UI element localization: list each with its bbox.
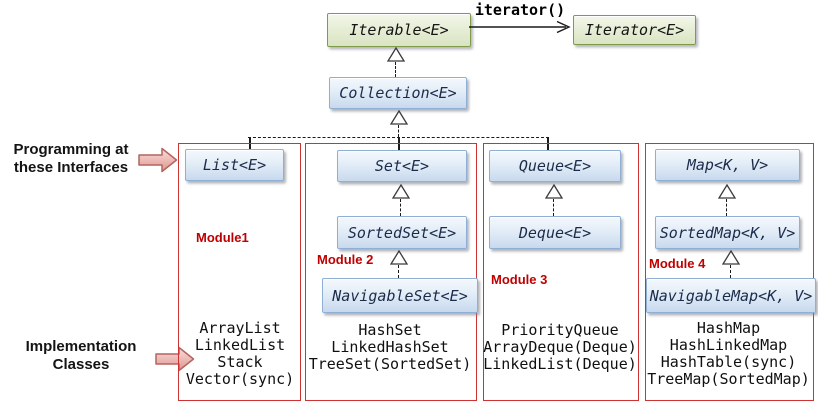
navigableset-sortedset-connector bbox=[398, 265, 399, 278]
queue-implementations: PriorityQueue ArrayDeque(Deque) LinkedLi… bbox=[483, 322, 637, 373]
implementation-class: HashTable(sync) bbox=[660, 353, 797, 371]
module4-frame bbox=[645, 143, 814, 401]
implementation-class: LinkedList(Deque) bbox=[483, 355, 637, 373]
implementation-class: Stack bbox=[217, 353, 263, 371]
navigablemap-sortedmap-connector bbox=[730, 265, 731, 278]
extends-triangle-icon bbox=[392, 184, 410, 199]
programming-arrow-icon bbox=[138, 147, 178, 173]
module1-label: Module1 bbox=[196, 230, 249, 245]
list-implementations: ArrayList LinkedList Stack Vector(sync) bbox=[178, 320, 302, 388]
extends-triangle-icon bbox=[718, 184, 736, 199]
implementation-class: HashMap bbox=[696, 319, 761, 337]
collection-box: Collection<E> bbox=[329, 77, 467, 109]
iterator-call-label: iterator() bbox=[474, 1, 566, 19]
deque-queue-connector bbox=[553, 199, 554, 216]
implementation-label-line1: Implementation bbox=[25, 338, 137, 355]
iterable-box: Iterable<E> bbox=[327, 13, 471, 47]
implementation-class: HashLinkedMap bbox=[669, 336, 788, 354]
sortedset-set-connector bbox=[400, 199, 401, 216]
extends-triangle-icon bbox=[722, 250, 740, 265]
queue-interface-box: Queue<E> bbox=[489, 150, 621, 182]
implementation-label: Implementation Classes bbox=[8, 338, 154, 373]
programming-label-line2: these Interfaces bbox=[13, 158, 129, 176]
implementation-class: LinkedHashSet bbox=[331, 338, 449, 356]
module3-label: Module 3 bbox=[491, 272, 548, 287]
implementation-label-line2: Classes bbox=[52, 355, 110, 373]
list-interface-box: List<E> bbox=[185, 149, 284, 181]
sortedset-interface-box: SortedSet<E> bbox=[337, 216, 467, 249]
map-interface-box: Map<K, V> bbox=[655, 149, 800, 181]
programming-label: Programming at these Interfaces bbox=[0, 141, 142, 176]
deque-interface-box: Deque<E> bbox=[489, 216, 621, 249]
extends-triangle-icon bbox=[390, 110, 408, 125]
implementation-class: TreeMap(SortedMap) bbox=[647, 370, 810, 388]
iterator-box: Iterator<E> bbox=[573, 15, 696, 45]
implementation-class: LinkedList bbox=[194, 336, 286, 354]
collection-iterable-connector bbox=[395, 62, 396, 77]
module1-frame bbox=[178, 143, 301, 401]
extends-triangle-icon bbox=[387, 47, 405, 62]
implementation-class: HashSet bbox=[358, 321, 422, 339]
navigableset-interface-box: NavigableSet<E> bbox=[322, 278, 478, 313]
module3-frame bbox=[483, 143, 639, 401]
navigablemap-interface-box: NavigableMap<K, V> bbox=[646, 278, 816, 313]
extends-triangle-icon bbox=[390, 250, 408, 265]
programming-label-line1: Programming at bbox=[13, 141, 129, 158]
implementation-arrow-icon bbox=[155, 346, 195, 372]
module2-frame bbox=[305, 143, 477, 401]
implementation-class: ArrayDeque(Deque) bbox=[483, 338, 637, 356]
sortedmap-interface-box: SortedMap<K, V> bbox=[655, 216, 800, 249]
extends-triangle-icon bbox=[545, 184, 563, 199]
implementation-class: ArrayList bbox=[199, 319, 281, 337]
implementation-class: TreeSet(SortedSet) bbox=[308, 355, 472, 373]
module2-label: Module 2 bbox=[317, 252, 374, 267]
sortedmap-map-connector bbox=[726, 199, 727, 216]
set-implementations: HashSet LinkedHashSet TreeSet(SortedSet) bbox=[305, 322, 475, 373]
module4-label: Module 4 bbox=[649, 256, 706, 271]
collection-branch-connector bbox=[398, 125, 399, 137]
implementation-class: PriorityQueue bbox=[501, 321, 619, 339]
iterator-arrow-icon bbox=[469, 20, 571, 34]
map-implementations: HashMap HashLinkedMap HashTable(sync) Tr… bbox=[645, 320, 812, 388]
implementation-class: Vector(sync) bbox=[185, 370, 295, 388]
set-interface-box: Set<E> bbox=[337, 150, 467, 182]
